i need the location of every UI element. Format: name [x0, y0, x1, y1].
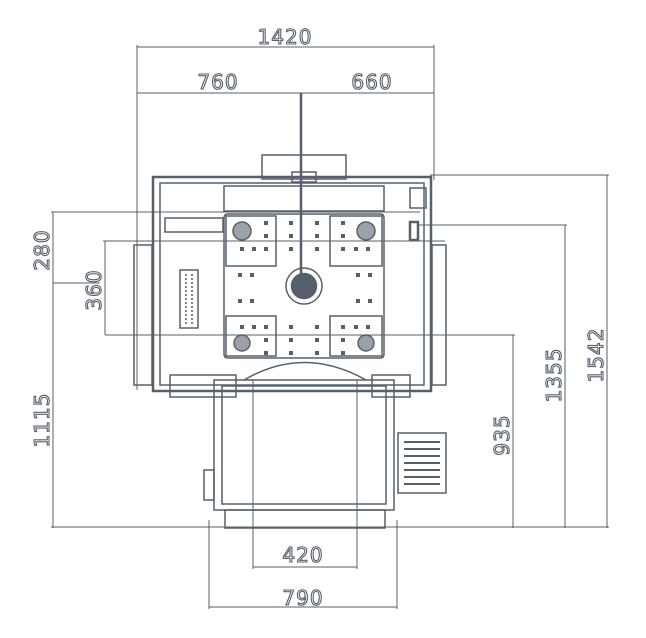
dim-right-offset: 660: [351, 70, 392, 94]
dim-left-offset: 760: [197, 70, 238, 94]
dimension-lines: [51, 45, 609, 609]
dim-935: 935: [490, 414, 514, 455]
dim-1115: 1115: [30, 393, 54, 448]
dim-overall-depth: 1542: [584, 328, 608, 383]
dim-overall-width: 1420: [258, 25, 313, 49]
dim-stand-inner: 420: [282, 543, 323, 567]
dim-280: 280: [30, 229, 54, 270]
dim-360: 360: [82, 269, 106, 310]
dim-stand-outer: 790: [282, 586, 323, 610]
dim-1355: 1355: [542, 348, 566, 403]
machine-outline: [133, 154, 447, 529]
